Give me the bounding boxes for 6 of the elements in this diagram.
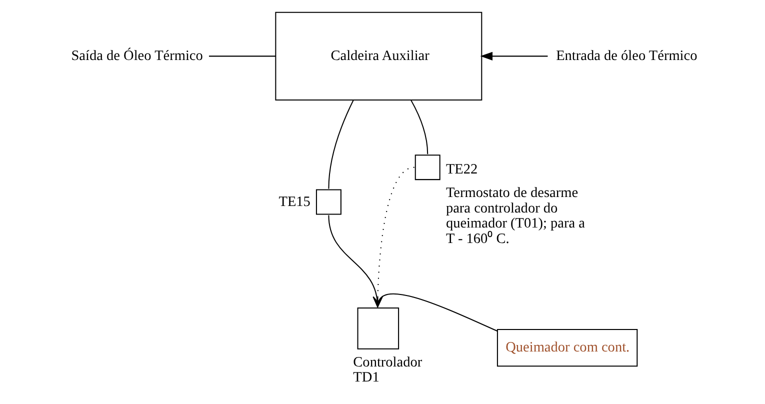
node-label: Controlador TD1 [352, 354, 422, 386]
node-label: Termostato de desarme para controlador do queimador (T01); para a T - 160⁰ C. [445, 185, 584, 247]
node-label: TE22 [445, 162, 478, 178]
node-text: Saída de Óleo Térmico [70, 48, 202, 64]
node-text: Entrada de óleo Térmico [556, 48, 697, 64]
node-label: TE15 [278, 194, 310, 210]
